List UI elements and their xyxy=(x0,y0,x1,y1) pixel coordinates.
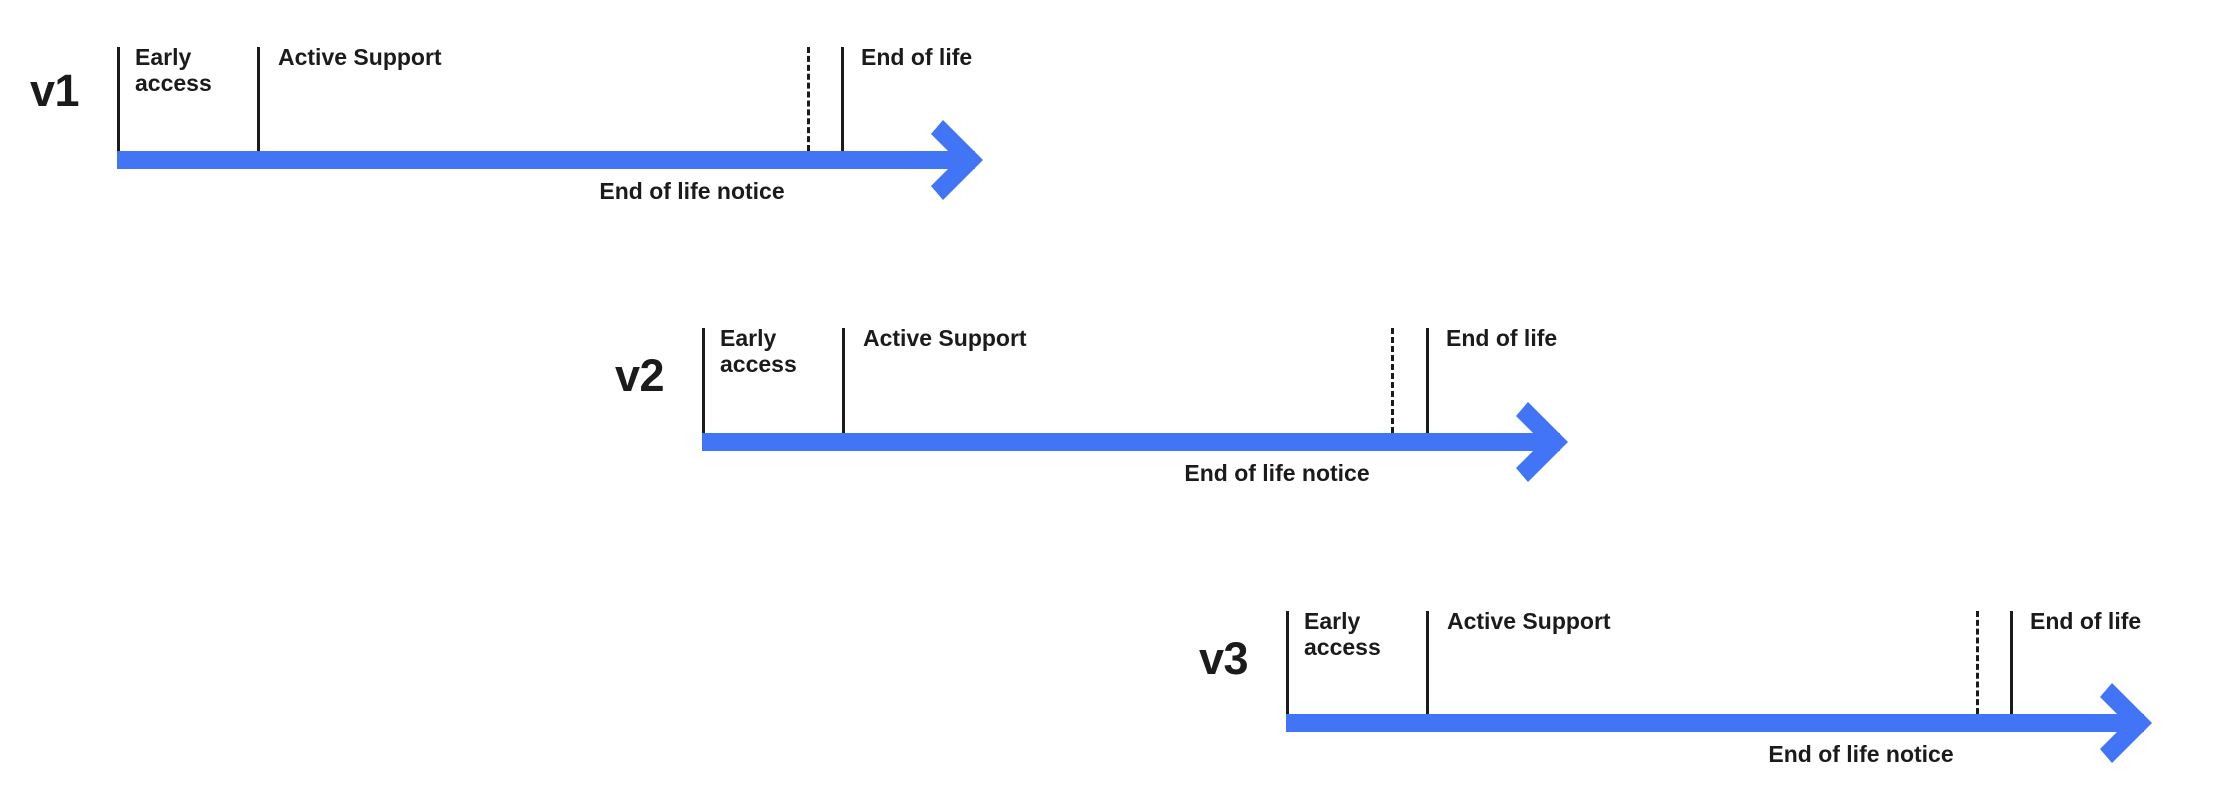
phase-label-active-support-v3: Active Support xyxy=(1447,608,1611,634)
phase-divider-end-of-life-v1 xyxy=(841,47,844,151)
phase-label-early-access-v1: Early access xyxy=(135,44,212,97)
phase-label-end-of-life-v2: End of life xyxy=(1446,325,1558,351)
eol-notice-divider-v3 xyxy=(1976,611,1979,714)
eol-notice-label-v2: End of life notice xyxy=(1184,460,1370,486)
version-label-v2: v2 xyxy=(615,350,665,401)
eol-notice-divider-v1 xyxy=(807,47,810,151)
timeline-bar-v2 xyxy=(702,433,1560,451)
phase-divider-start-v2 xyxy=(702,328,705,433)
phase-label-early-access-v3: Early access xyxy=(1304,608,1381,661)
phase-divider-start-v1 xyxy=(117,47,120,151)
phase-label-active-support-v1: Active Support xyxy=(278,44,442,70)
version-label-v1: v1 xyxy=(30,65,80,116)
phase-label-end-of-life-v1: End of life xyxy=(861,44,973,70)
phase-divider-active-support-v2 xyxy=(842,328,845,433)
phase-divider-active-support-v3 xyxy=(1426,611,1429,714)
phase-label-early-access-v2: Early access xyxy=(720,325,797,378)
timeline-bar-v1 xyxy=(117,151,975,169)
phase-label-end-of-life-v3: End of life xyxy=(2030,608,2142,634)
phase-label-active-support-v2: Active Support xyxy=(863,325,1027,351)
phase-divider-active-support-v1 xyxy=(257,47,260,151)
eol-notice-label-v3: End of life notice xyxy=(1768,741,1954,767)
phase-divider-end-of-life-v2 xyxy=(1426,328,1429,433)
timeline-bar-v3 xyxy=(1286,714,2144,732)
version-label-v3: v3 xyxy=(1199,633,1249,684)
phase-divider-start-v3 xyxy=(1286,611,1289,714)
phase-divider-end-of-life-v3 xyxy=(2010,611,2013,714)
eol-notice-divider-v2 xyxy=(1391,328,1394,433)
eol-notice-label-v1: End of life notice xyxy=(599,178,785,204)
